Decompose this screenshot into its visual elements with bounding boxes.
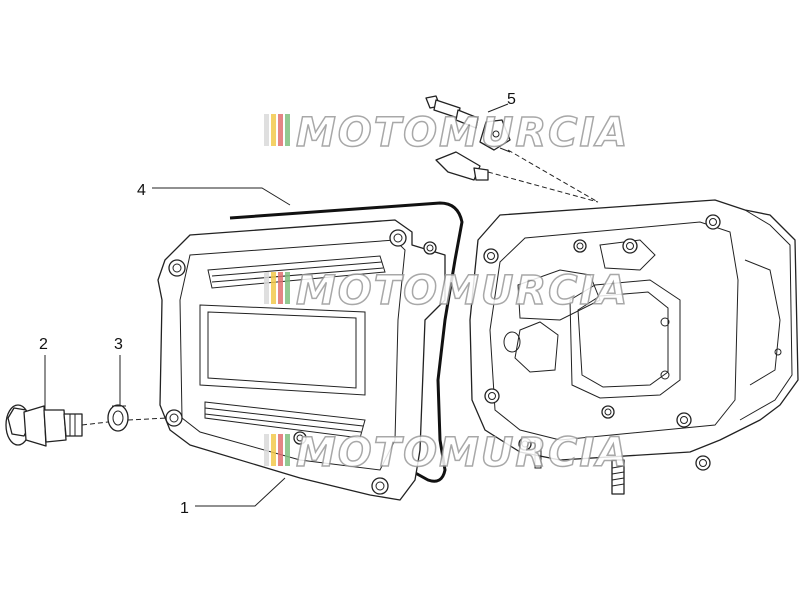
sealing-washer xyxy=(107,404,129,432)
watermark-logo-stripes xyxy=(264,434,290,466)
valve-cover-gasket xyxy=(229,201,464,483)
watermark-logo-stripes xyxy=(264,114,290,146)
callout-label-3: 3 xyxy=(114,336,123,353)
watermark-text: MOTOMURCIA xyxy=(296,430,629,476)
callout-leaders xyxy=(44,103,509,507)
watermark-top: MOTOMURCIA xyxy=(264,109,629,157)
watermark-bottom: MOTOMURCIA xyxy=(264,429,629,477)
watermark-text: MOTOMURCIA xyxy=(296,110,629,156)
callout-label-1: 1 xyxy=(180,500,189,517)
callout-label-5: 5 xyxy=(507,91,516,108)
watermark-text: MOTOMURCIA xyxy=(296,268,629,314)
spark-plug xyxy=(425,95,511,181)
spark-plug-axis-line xyxy=(487,149,599,203)
cylinder-head xyxy=(469,199,799,495)
flange-bolt xyxy=(5,404,83,447)
callout-label-4: 4 xyxy=(137,182,146,199)
valve-cover xyxy=(157,219,446,501)
watermark-middle: MOTOMURCIA xyxy=(264,267,629,315)
bolt-axis-line xyxy=(81,417,169,426)
watermark-logo-stripes xyxy=(264,272,290,304)
callout-label-2: 2 xyxy=(39,336,48,353)
